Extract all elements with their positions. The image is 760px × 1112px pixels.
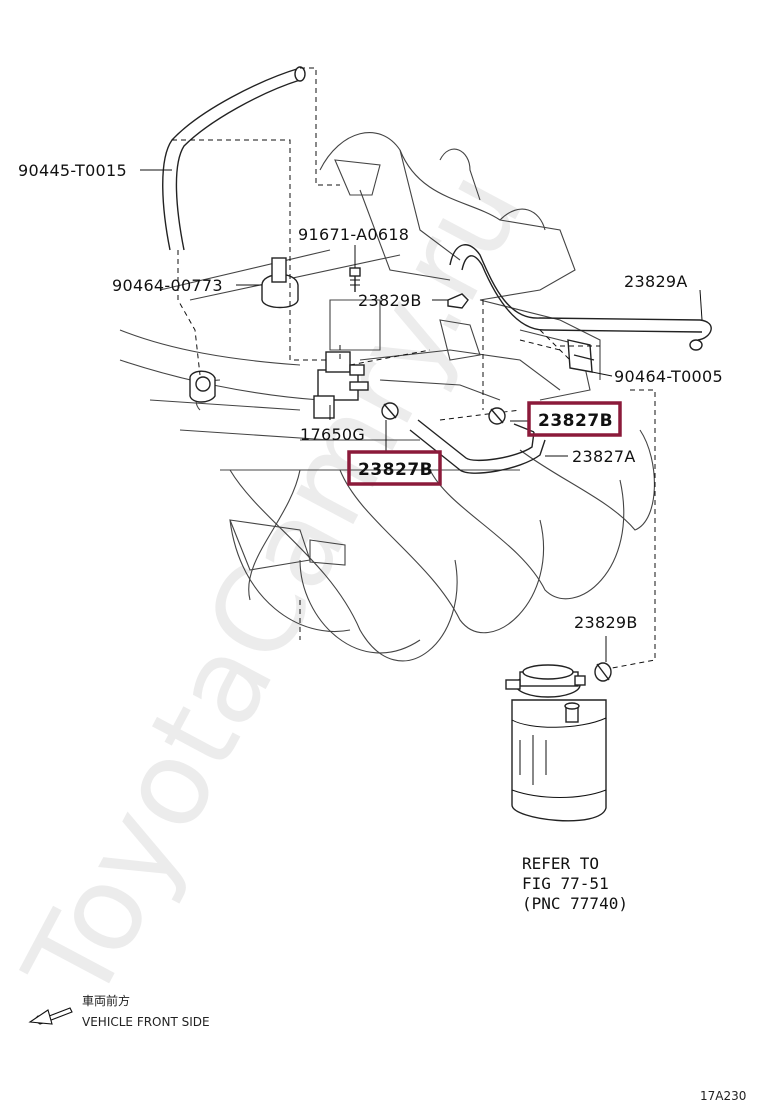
clamp-left-icon	[261, 257, 299, 309]
front-arrow-icon	[28, 1007, 73, 1025]
label-bolt: 91671-A0618	[298, 225, 409, 244]
charcoal-canister-icon	[505, 664, 607, 822]
label-clip-hl-left: 23827B	[358, 460, 433, 480]
refer-line-3: (PNC 77740)	[522, 894, 628, 913]
highlight-box-left	[347, 450, 442, 486]
label-hose-right: 23829A	[624, 272, 688, 291]
engine-outline	[119, 132, 655, 662]
highlight-box-right	[527, 401, 622, 437]
direction-en: VEHICLE FRONT SIDE	[82, 1015, 210, 1029]
clamp-right-icon	[567, 339, 595, 373]
clip-canister-icon	[594, 662, 612, 682]
label-hose-upper: 90445-T0015	[18, 161, 127, 180]
direction-jp: 車両前方	[82, 993, 130, 1008]
dashed-connections	[172, 67, 656, 669]
bracket-left-icon	[189, 370, 216, 403]
leader-lines	[140, 169, 703, 662]
label-clamp-right: 90464-T0005	[614, 367, 723, 386]
figure-code: 17A230	[700, 1089, 746, 1103]
label-clamp-left: 90464-00773	[112, 276, 223, 295]
hose-upper	[162, 66, 306, 251]
clip-left-icon	[381, 402, 399, 420]
refer-line-1: REFER TO	[522, 854, 599, 873]
hose-right	[449, 244, 712, 351]
clip-right-icon	[488, 407, 506, 425]
clip-upper-mid-icon	[447, 293, 469, 309]
label-hose-lower: 23827A	[572, 447, 636, 466]
label-clip-upper-mid: 23829B	[358, 291, 422, 310]
label-vsv: 17650G	[300, 425, 365, 444]
label-clip-canister: 23829B	[574, 613, 638, 632]
label-clip-hl-right: 23827B	[538, 411, 613, 431]
vsv-valve-icon	[313, 351, 369, 419]
refer-line-2: FIG 77-51	[522, 874, 609, 893]
